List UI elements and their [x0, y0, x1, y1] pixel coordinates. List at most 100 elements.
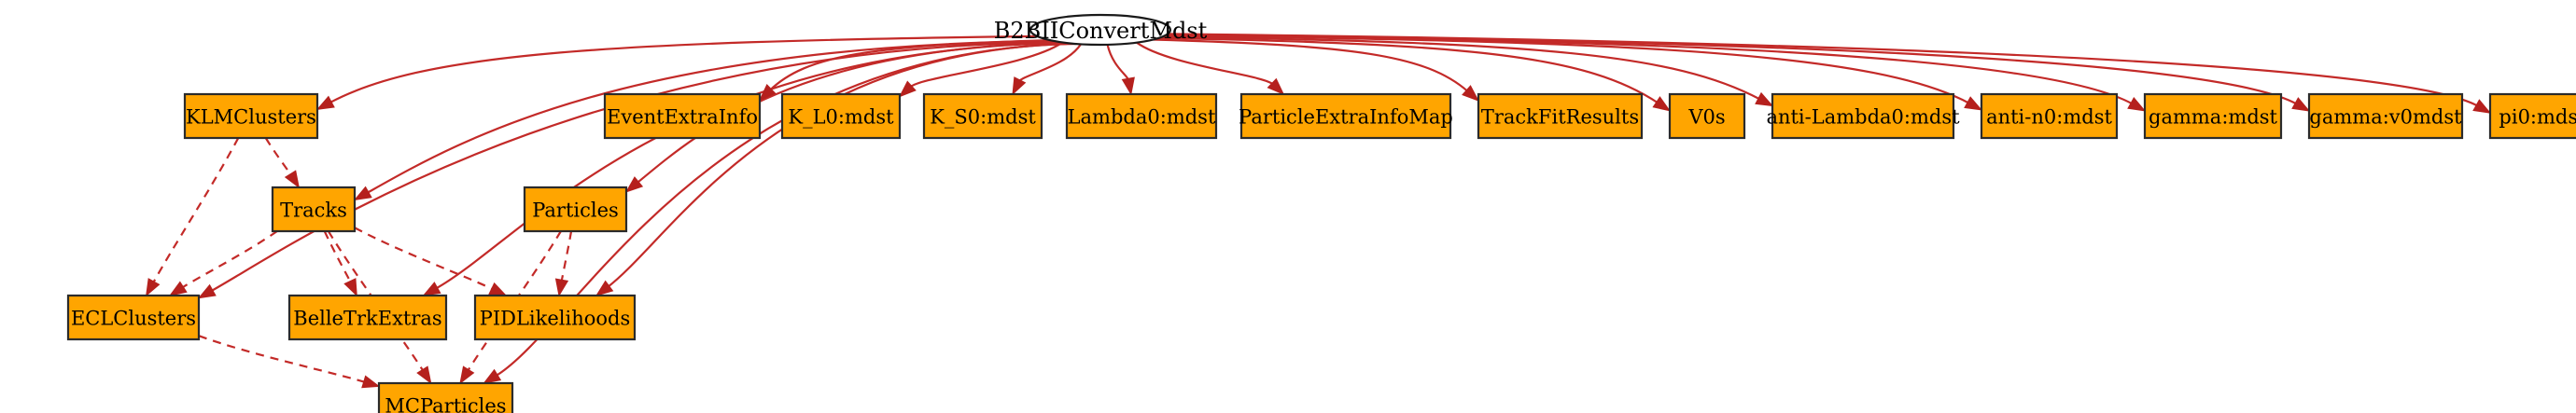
edge-b2biiconvertmdst-to-mcparticles: [495, 42, 1076, 378]
edge-b2biiconvertmdst-to-tracks: [366, 39, 1053, 195]
edge-b2biiconvertmdst-to-k-s0-mdst: [1017, 43, 1082, 83]
arrowhead-klmclusters-to-eclclusters: [146, 278, 161, 297]
node-label: Lambda0:mdst: [1068, 106, 1216, 129]
node-pi0-mdst[interactable]: pi0:mdst: [2488, 92, 2576, 140]
arrowhead-b2biiconvertmdst-to-trackfitresults: [1462, 85, 1480, 102]
node-shape-box: [1065, 92, 1218, 140]
arrowhead-particles-to-pidlikelihoods: [554, 278, 569, 297]
node-klmclusters[interactable]: KLMClusters: [183, 92, 319, 140]
node-label: pi0:mdst: [2499, 106, 2576, 129]
node-shape-box: [780, 92, 902, 140]
edge-b2biiconvertmdst-to-belletrkextras: [435, 41, 1068, 290]
node-anti-n0-mdst[interactable]: anti-n0:mdst: [1980, 92, 2119, 140]
node-eventextrainfo[interactable]: EventExtraInfo: [603, 92, 762, 140]
edge-klmclusters-to-eclclusters: [151, 137, 240, 284]
arrowhead-b2biiconvertmdst-to-belletrkextras: [422, 282, 441, 296]
arrowhead-b2biiconvertmdst-to-klmclusters: [315, 95, 335, 110]
edge-b2biiconvertmdst-to-eclclusters: [210, 40, 1060, 293]
arrowhead-klmclusters-to-tracks: [284, 170, 300, 189]
node-k-s0-mdst[interactable]: K_S0:mdst: [922, 92, 1043, 140]
node-shape-box: [1239, 92, 1452, 140]
arrowhead-tracks-to-pidlikelihoods: [488, 282, 508, 296]
arrowhead-b2biiconvertmdst-to-particleextrainfomap: [1267, 77, 1285, 95]
node-label: TrackFitResults: [1481, 106, 1639, 129]
arrowhead-b2biiconvertmdst-to-k-l0-mdst: [898, 80, 917, 98]
arrowhead-tracks-to-belletrkextras: [343, 278, 357, 297]
node-label: Particles: [532, 200, 619, 222]
edge-b2biiconvertmdst-to-particles: [636, 41, 1064, 185]
node-lambda0-mdst[interactable]: Lambda0:mdst: [1065, 92, 1218, 140]
arrowhead-particles-to-mcparticles: [459, 365, 475, 385]
node-label: K_S0:mdst: [930, 106, 1036, 129]
node-particleextrainfomap[interactable]: ParticleExtraInfoMap: [1239, 92, 1453, 140]
arrowhead-b2biiconvertmdst-to-k-s0-mdst: [1012, 76, 1027, 96]
edge-b2biiconvertmdst-to-lambda0-mdst: [1106, 44, 1130, 81]
edge-eclclusters-to-mcparticles: [198, 335, 366, 384]
node-shape-box: [2307, 92, 2464, 140]
arrowhead-b2biiconvertmdst-to-anti-n0-mdst: [1964, 96, 1983, 111]
node-label: BelleTrkExtras: [293, 308, 441, 330]
arrowhead-b2biiconvertmdst-to-pidlikelihoods: [595, 280, 614, 296]
node-label: anti-n0:mdst: [1986, 106, 2112, 129]
node-shape-box: [66, 294, 201, 341]
edge-tracks-to-eclclusters: [181, 230, 278, 289]
edge-layer: [146, 33, 2492, 389]
node-particles[interactable]: Particles: [523, 186, 628, 233]
arrowhead-b2biiconvertmdst-to-particles: [624, 176, 644, 193]
node-gamma-v0mdst[interactable]: gamma:v0mdst: [2307, 92, 2464, 140]
node-label: Tracks: [280, 200, 347, 222]
node-k-l0-mdst[interactable]: K_L0:mdst: [780, 92, 902, 140]
node-label: gamma:mdst: [2149, 106, 2278, 129]
node-shape-box: [603, 92, 762, 140]
edge-b2biiconvertmdst-to-pi0-mdst: [1168, 33, 2479, 107]
node-label: ECLClusters: [71, 308, 196, 330]
node-shape-box: [1771, 92, 1955, 140]
edge-b2biiconvertmdst-to-k-l0-mdst: [909, 41, 1064, 89]
node-trackfitresults[interactable]: TrackFitResults: [1477, 92, 1644, 140]
node-b2biiconvertmdst[interactable]: B2BIIConvertMdst: [994, 13, 1208, 47]
edge-b2biiconvertmdst-to-pidlikelihoods: [607, 42, 1074, 288]
node-label: MCParticles: [385, 395, 506, 413]
edge-klmclusters-to-tracks: [264, 137, 293, 176]
node-mcparticles[interactable]: MCParticles: [377, 381, 514, 413]
arrowhead-b2biiconvertmdst-to-lambda0-mdst: [1121, 76, 1135, 96]
node-label: V0s: [1687, 106, 1725, 129]
node-shape-box: [922, 92, 1043, 140]
node-anti-lambda0-mdst[interactable]: anti-Lambda0:mdst: [1766, 92, 1960, 140]
arrowhead-b2biiconvertmdst-to-mcparticles: [483, 368, 502, 384]
node-shape-box: [1980, 92, 2119, 140]
node-shape-box: [473, 294, 637, 341]
node-eclclusters[interactable]: ECLClusters: [66, 294, 201, 341]
arrowhead-b2biiconvertmdst-to-anti-lambda0-mdst: [1755, 91, 1774, 107]
arrowhead-b2biiconvertmdst-to-v0s: [1652, 96, 1672, 112]
node-v0s[interactable]: V0s: [1668, 92, 1746, 140]
node-label: gamma:v0mdst: [2309, 106, 2462, 129]
edge-b2biiconvertmdst-to-anti-lambda0-mdst: [1162, 35, 1761, 101]
node-shape-box: [523, 186, 628, 233]
arrowhead-b2biiconvertmdst-to-gamma-mdst: [2127, 97, 2147, 112]
node-shape-box: [271, 186, 357, 233]
node-label: ParticleExtraInfoMap: [1239, 106, 1453, 129]
arrowhead-b2biiconvertmdst-to-tracks: [353, 186, 372, 201]
node-label: anti-Lambda0:mdst: [1766, 106, 1960, 129]
node-label: KLMClusters: [186, 106, 316, 129]
node-belletrkextras[interactable]: BelleTrkExtras: [287, 294, 448, 341]
edge-b2biiconvertmdst-to-particleextrainfomap: [1136, 41, 1275, 86]
arrowhead-b2biiconvertmdst-to-gamma-v0mdst: [2291, 97, 2311, 112]
edge-b2biiconvertmdst-to-trackfitresults: [1153, 38, 1469, 92]
node-shape-box: [377, 381, 514, 413]
arrowhead-b2biiconvertmdst-to-pi0-mdst: [2472, 99, 2492, 114]
node-label: K_L0:mdst: [788, 106, 894, 129]
node-tracks[interactable]: Tracks: [271, 186, 357, 233]
node-label: EventExtraInfo: [607, 106, 758, 129]
node-gamma-mdst[interactable]: gamma:mdst: [2143, 92, 2283, 140]
node-shape-box: [2143, 92, 2283, 140]
node-pidlikelihoods[interactable]: PIDLikelihoods: [473, 294, 637, 341]
edge-particles-to-pidlikelihoods: [560, 230, 573, 282]
arrowhead-eclclusters-to-mcparticles: [361, 375, 381, 389]
arrowhead-b2biiconvertmdst-to-eclclusters: [197, 283, 217, 299]
arrowhead-tracks-to-mcparticles: [416, 365, 432, 385]
node-shape-box: [2488, 92, 2576, 140]
